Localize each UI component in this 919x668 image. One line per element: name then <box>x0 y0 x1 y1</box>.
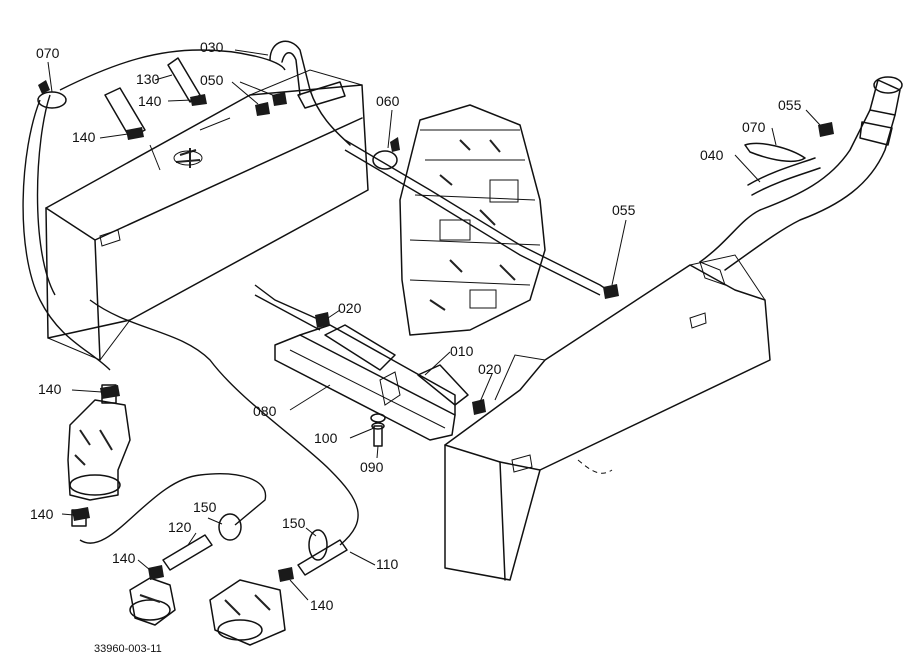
callout-140: 140 <box>30 506 54 522</box>
leader-lines <box>47 49 821 601</box>
part-callouts: 070 130 140 140 030 050 060 055 070 040 … <box>30 39 802 655</box>
hose-110 <box>297 539 348 576</box>
callout-090: 090 <box>360 459 384 475</box>
callout-150: 150 <box>282 515 306 531</box>
callout-120: 120 <box>168 519 192 535</box>
callout-050: 050 <box>200 72 224 88</box>
callout-150: 150 <box>193 499 217 515</box>
callout-110: 110 <box>376 556 399 572</box>
left-fuel-tank <box>45 69 369 361</box>
hose-120 <box>162 534 213 571</box>
callout-140: 140 <box>310 597 334 613</box>
callout-020: 020 <box>338 300 362 316</box>
callout-055: 055 <box>778 97 802 113</box>
callout-070: 070 <box>742 119 766 135</box>
fuel-filter <box>67 384 131 527</box>
callout-130: 130 <box>136 71 160 87</box>
callout-060: 060 <box>376 93 400 109</box>
callout-070: 070 <box>36 45 60 61</box>
callout-030: 030 <box>200 39 224 55</box>
fuel-pump-left <box>129 577 176 626</box>
hose-010 <box>324 324 469 406</box>
hose-clamps <box>37 80 834 582</box>
callout-040: 040 <box>700 147 724 163</box>
fuel-hoses <box>22 40 616 546</box>
callout-100: 100 <box>314 430 338 446</box>
right-fuel-tank <box>444 254 771 581</box>
callout-140: 140 <box>112 550 136 566</box>
callout-140: 140 <box>138 93 162 109</box>
callout-020: 020 <box>478 361 502 377</box>
engine-block <box>399 104 546 336</box>
callout-140: 140 <box>72 129 96 145</box>
fuel-pump-right <box>209 579 286 646</box>
filler-neck-hose <box>699 76 903 271</box>
callout-055: 055 <box>612 202 636 218</box>
diagram-caption: 33960-003-11 <box>94 643 162 655</box>
callout-140: 140 <box>38 381 62 397</box>
hose-in-tank <box>104 87 161 171</box>
callout-010: 010 <box>450 343 474 359</box>
callout-080: 080 <box>253 403 277 419</box>
hose-130 <box>167 57 201 103</box>
